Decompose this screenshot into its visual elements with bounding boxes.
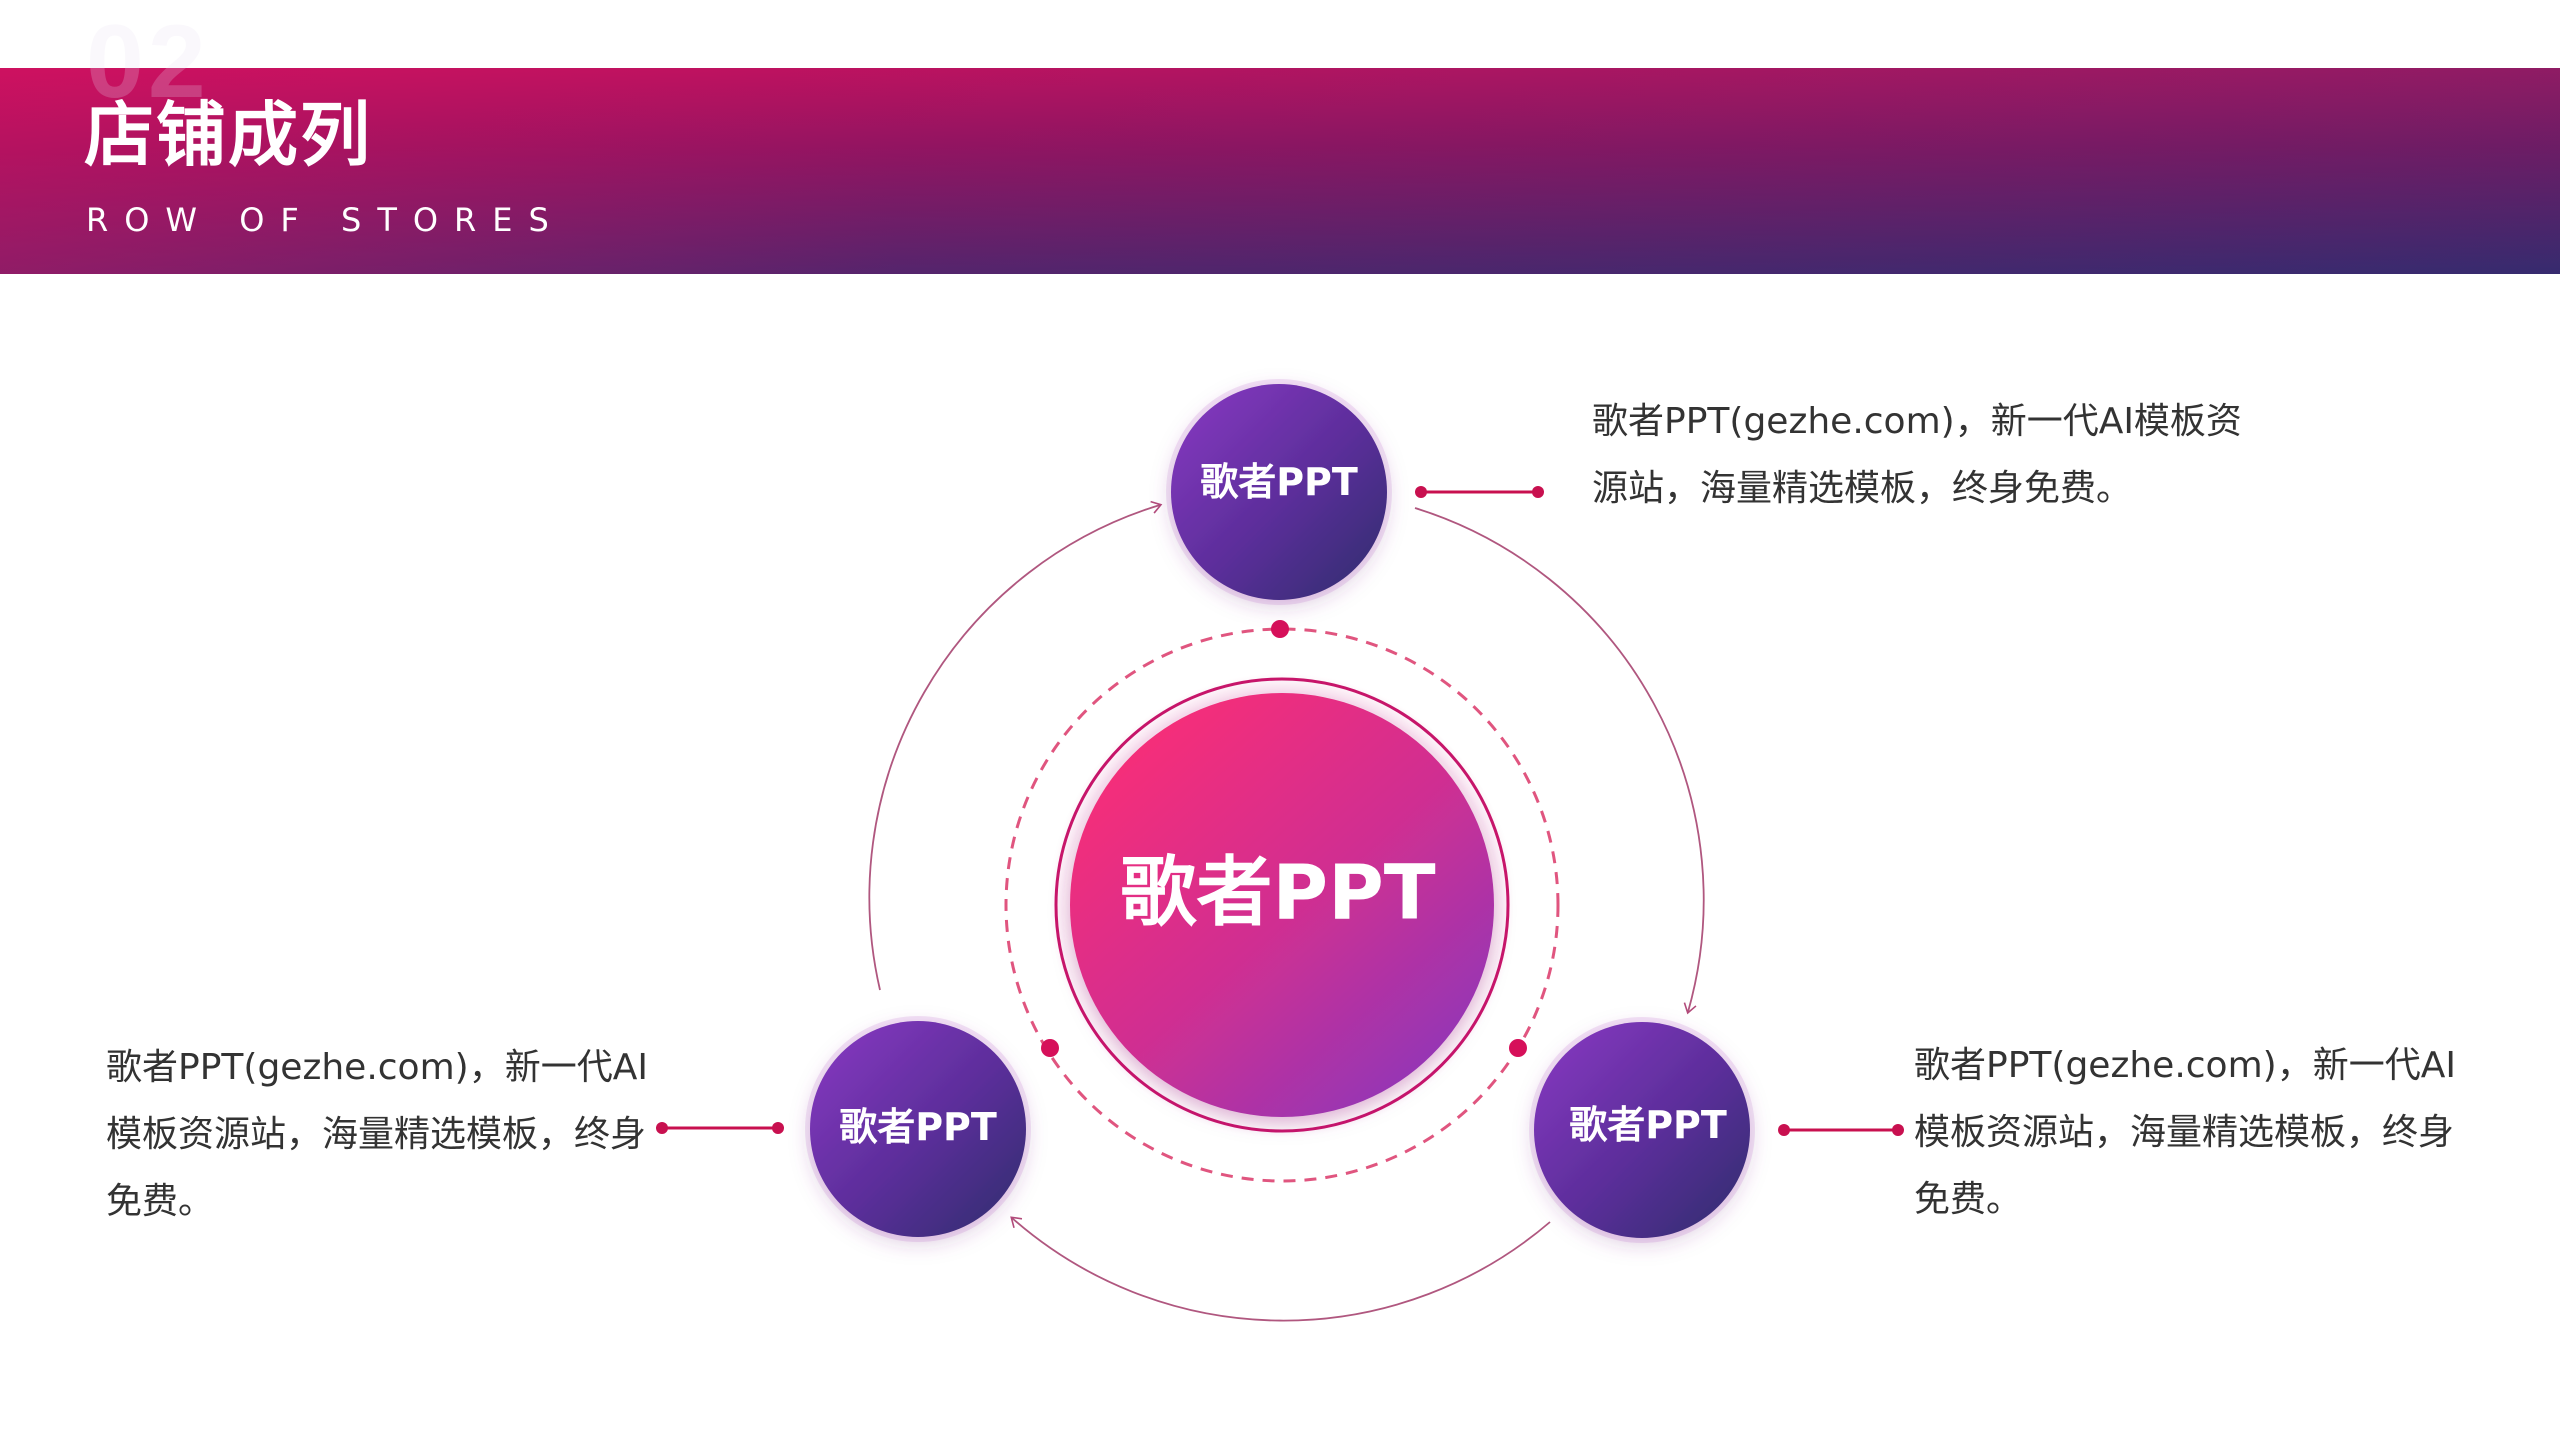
node-left-label: 歌者PPT xyxy=(839,1105,997,1149)
arc-left-to-top xyxy=(868,500,1163,991)
ring-dot-right xyxy=(1509,1039,1527,1057)
page-number: 02 xyxy=(86,4,210,120)
node-top-label: 歌者PPT xyxy=(1200,460,1358,504)
arc-right-to-left xyxy=(1010,1216,1551,1322)
header-band xyxy=(0,68,2560,274)
dashed-ring xyxy=(1004,627,1560,1183)
description-left: 歌者PPT(gezhe.com)，新一代AI模板资源站，海量精选模板，终身免费。 xyxy=(106,1047,648,1222)
center-circle xyxy=(1070,693,1494,1117)
arc-top-to-right xyxy=(1414,507,1705,1015)
node-right-label: 歌者PPT xyxy=(1569,1103,1727,1147)
description-top: 歌者PPT(gezhe.com)，新一代AI模板资源站，海量精选模板，终身免费。 xyxy=(1592,401,2242,509)
description-right: 歌者PPT(gezhe.com)，新一代AI模板资源站，海量精选模板，终身免费。 xyxy=(1914,1045,2456,1220)
connector-right xyxy=(1778,1124,1904,1136)
node-top: 歌者PPT xyxy=(1166,379,1392,605)
node-right: 歌者PPT xyxy=(1529,1017,1755,1243)
ring-dot-left xyxy=(1041,1039,1059,1057)
node-left: 歌者PPT xyxy=(805,1016,1031,1242)
page-subtitle: ROW OF STORES xyxy=(86,201,565,239)
connector-left xyxy=(656,1122,784,1134)
page-title: 店铺成列 xyxy=(84,94,372,176)
ring-dot-top xyxy=(1271,620,1289,638)
connector-top xyxy=(1415,486,1544,498)
center-outer-ring xyxy=(1054,677,1510,1133)
center-label: 歌者PPT xyxy=(1120,848,1435,937)
